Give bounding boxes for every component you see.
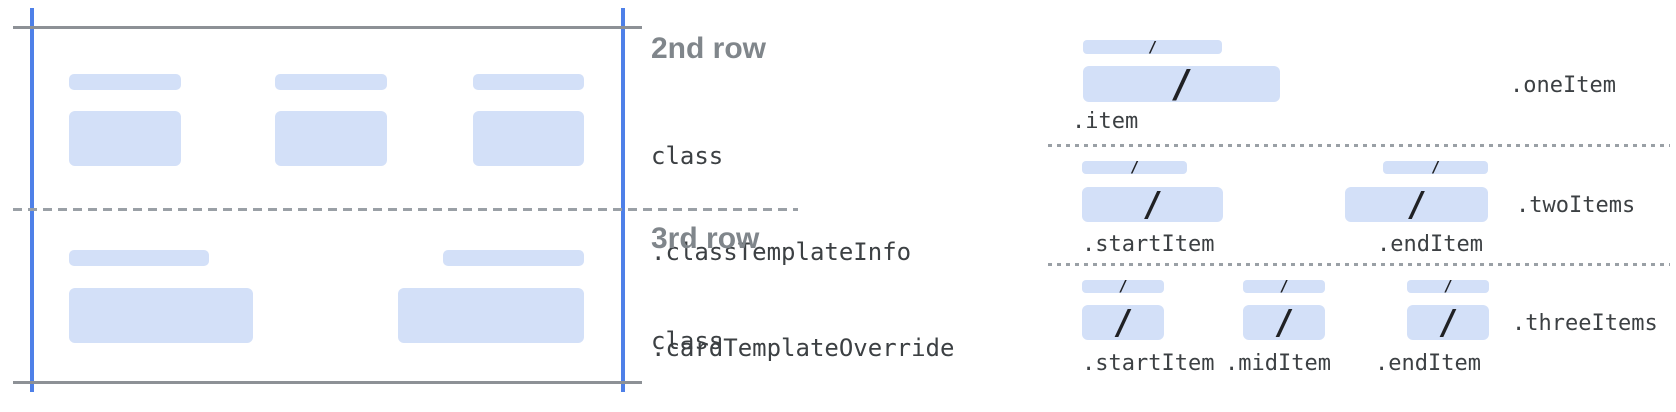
section-divider-1 [1048, 144, 1670, 147]
row2-path-line-3: .cardTemplateOverride [651, 334, 955, 362]
row3-end-label-bar [443, 250, 584, 266]
twoitems-end-value-slot: / [1345, 187, 1488, 222]
threeitems-mid-value-slot: / [1243, 305, 1325, 340]
card-top-edge-line [13, 26, 642, 29]
slash-glyph: / [1147, 37, 1158, 56]
twoitems-startitem-label: .startItem [1082, 232, 1215, 257]
slash-glyph: / [1118, 277, 1128, 295]
slash-glyph: / [1443, 277, 1453, 295]
threeitems-end-label-slot: / [1407, 277, 1489, 295]
card-right-edge-guide [621, 8, 625, 392]
slash-glyph: / [1279, 277, 1289, 295]
threeitems-layout-label: .threeItems [1512, 311, 1658, 336]
slash-glyph: / [1170, 62, 1193, 106]
slash-glyph: / [1273, 302, 1295, 343]
row2-col1-label-bar [69, 74, 181, 90]
row3-end-value-bar [398, 288, 584, 343]
row3-heading: 3rd row [651, 222, 760, 255]
row2-path-line-1: class [651, 142, 724, 170]
row3-start-value-bar [69, 288, 253, 343]
threeitems-end-value-slot: / [1407, 305, 1489, 340]
row2-class-path: class .classTemplateInfo .cardTemplateOv… [651, 76, 998, 412]
oneitem-item-label: .item [1072, 109, 1139, 134]
oneitem-layout-label: .oneItem [1510, 73, 1616, 98]
threeitems-start-label-slot: / [1082, 277, 1164, 295]
row2-col2-label-bar [275, 74, 387, 90]
slash-glyph: / [1142, 184, 1163, 225]
slash-glyph: / [1437, 302, 1459, 343]
threeitems-enditem-label: .endItem [1375, 351, 1481, 376]
threeitems-mid-label-slot: / [1243, 277, 1325, 295]
card-left-edge-guide [30, 8, 34, 392]
section-divider-2 [1048, 263, 1670, 266]
row3-path-line-1: class [651, 327, 724, 355]
row2-col2-value-bar [275, 111, 387, 166]
twoitems-enditem-label: .endItem [1377, 232, 1483, 257]
row2-col3-label-bar [473, 74, 584, 90]
twoitems-layout-label: .twoItems [1516, 193, 1636, 218]
row3-class-path: class .classTemplateInfo .cardTemplateOv… [651, 261, 998, 412]
twoitems-end-label-slot: / [1383, 158, 1488, 176]
threeitems-start-value-slot: / [1082, 305, 1164, 340]
card-bottom-edge-line [13, 381, 642, 384]
threeitems-startitem-label: .startItem [1082, 351, 1215, 376]
slash-glyph: / [1406, 184, 1427, 225]
threeitems-miditem-label: .midItem [1225, 351, 1331, 376]
row2-heading: 2nd row [651, 32, 767, 65]
row3-start-label-bar [69, 250, 209, 266]
card-row-divider-dashed-line [13, 208, 798, 211]
slash-glyph: / [1112, 302, 1134, 343]
row2-path-line-2: .classTemplateInfo [651, 238, 912, 266]
slash-glyph: / [1129, 158, 1140, 176]
twoitems-start-value-slot: / [1082, 187, 1223, 222]
oneitem-value-slot: / [1083, 62, 1280, 106]
slash-glyph: / [1430, 158, 1441, 176]
oneitem-label-slot: / [1083, 37, 1222, 56]
row2-col1-value-bar [69, 111, 181, 166]
twoitems-start-label-slot: / [1082, 158, 1187, 176]
row2-col3-value-bar [473, 111, 584, 166]
